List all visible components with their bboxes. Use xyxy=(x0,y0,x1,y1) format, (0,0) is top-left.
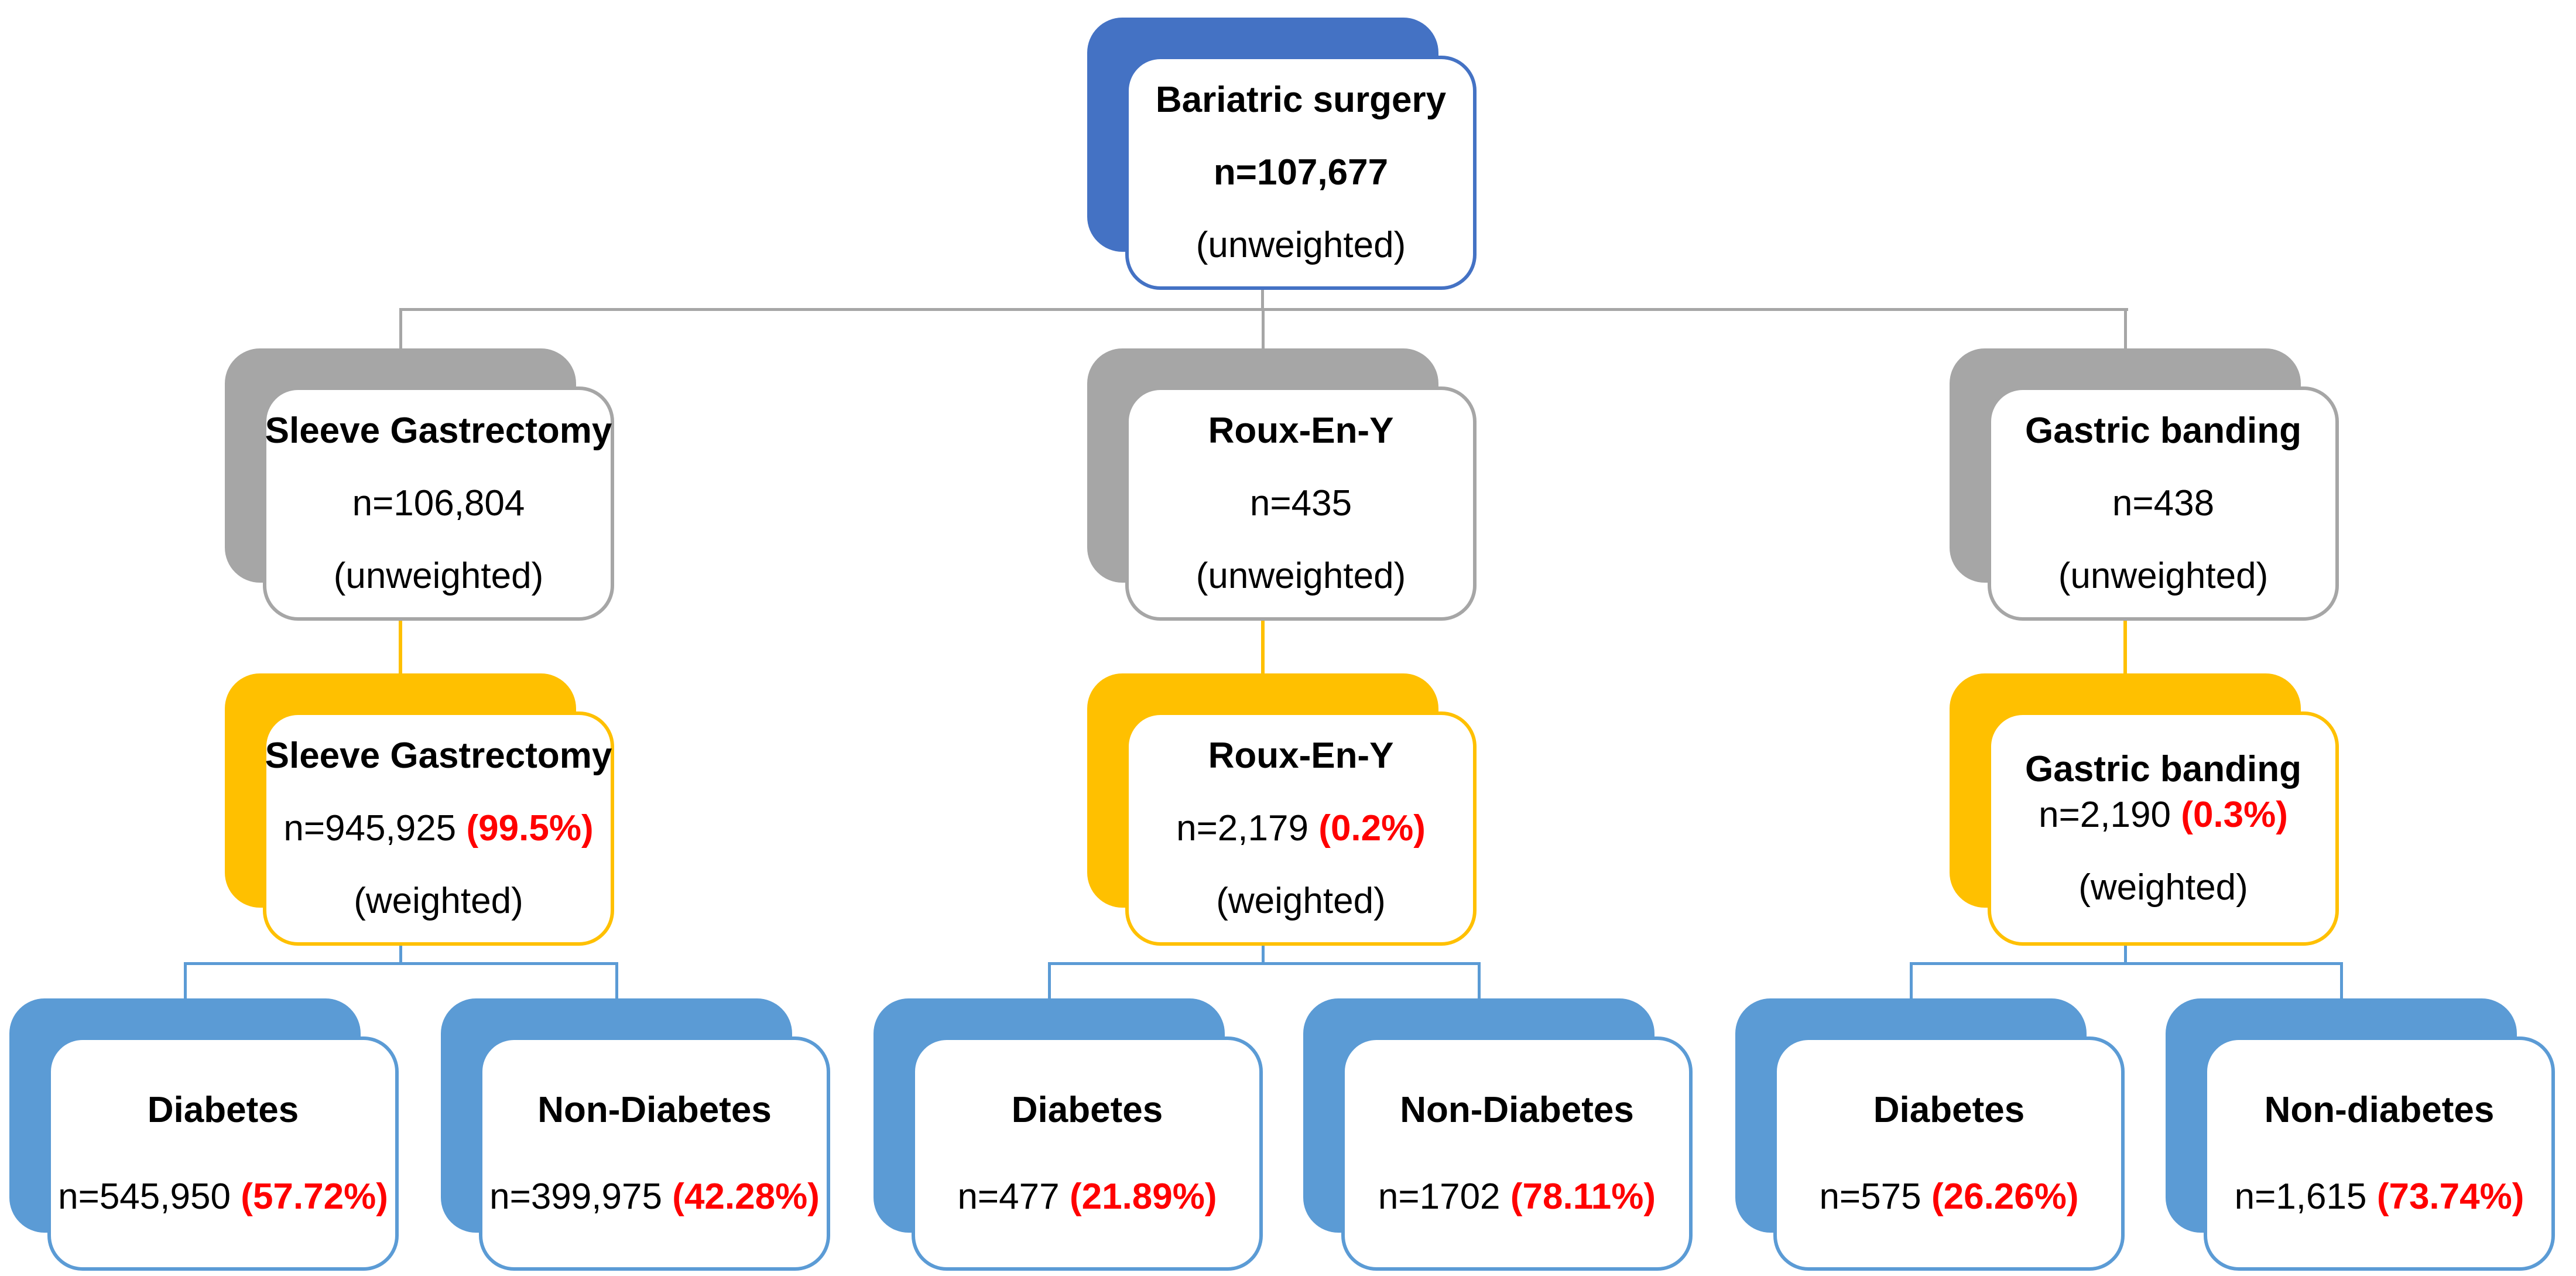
node-card: Diabetes n=545,950(57.72%) xyxy=(47,1036,399,1271)
node-count-value: n=575 xyxy=(1819,1176,1921,1217)
node-card: Gastric banding n=438 (unweighted) xyxy=(1988,386,2339,621)
node-note: (weighted) xyxy=(2078,867,2248,908)
node-percent: (0.3%) xyxy=(2181,795,2288,835)
node-count-value: n=545,950 xyxy=(58,1176,231,1217)
node-count: n=438 xyxy=(2112,483,2215,524)
connector-children-stub-banding xyxy=(2124,946,2127,965)
node-count-value: n=399,975 xyxy=(489,1176,662,1217)
connector-children-stub-roux xyxy=(1262,946,1265,965)
node-note: (unweighted) xyxy=(333,556,544,596)
node-title: Diabetes xyxy=(147,1090,299,1130)
connector-children-rail-roux xyxy=(1048,962,1481,965)
flow-node-sleeve-diabetes: Diabetes n=545,950(57.72%) xyxy=(9,998,399,1271)
node-count: n=2,190(0.3%) xyxy=(2039,797,2288,833)
connector-child-stub-banding-diabetes xyxy=(1910,962,1913,998)
connector-child-stub-roux-diabetes xyxy=(1048,962,1051,998)
connector-child-stub-sleeve-nondiabetes xyxy=(615,962,618,998)
node-title: Non-Diabetes xyxy=(1400,1090,1634,1130)
flow-node-roux-nondiabetes: Non-Diabetes n=1702(78.11%) xyxy=(1303,998,1693,1271)
node-note: (weighted) xyxy=(354,881,523,921)
node-title: Non-diabetes xyxy=(2264,1090,2495,1130)
node-count-value: n=477 xyxy=(957,1176,1060,1217)
flow-node-banding-weighted: Gastric banding n=2,190(0.3%) (weighted) xyxy=(1950,673,2339,946)
connector-children-rail-sleeve xyxy=(184,962,618,965)
connector-weighted-stub-banding xyxy=(2123,621,2127,675)
connector-child-stub-banding-nondiabetes xyxy=(2340,962,2343,998)
flow-node-roux-unweighted: Roux-En-Y n=435 (unweighted) xyxy=(1087,348,1477,621)
node-card: Sleeve Gastrectomy n=106,804 (unweighted… xyxy=(263,386,614,621)
connector-weighted-stub-sleeve xyxy=(399,621,402,675)
flow-node-roux-diabetes: Diabetes n=477(21.89%) xyxy=(873,998,1263,1271)
node-card: Roux-En-Y n=435 (unweighted) xyxy=(1125,386,1477,621)
node-title: Diabetes xyxy=(1011,1090,1163,1130)
node-count: n=545,950(57.72%) xyxy=(58,1179,388,1215)
node-percent: (57.72%) xyxy=(241,1176,388,1217)
connector-child-stub-sleeve-diabetes xyxy=(184,962,187,998)
connector-row2-stub-banding xyxy=(2124,308,2127,348)
node-card: Diabetes n=575(26.26%) xyxy=(1773,1036,2125,1271)
node-note: (weighted) xyxy=(1216,881,1386,921)
flow-node-banding-diabetes: Diabetes n=575(26.26%) xyxy=(1735,998,2125,1271)
node-title: Roux-En-Y xyxy=(1208,736,1394,776)
node-percent: (99.5%) xyxy=(466,808,594,849)
flow-node-bariatric-surgery: Bariatric surgery n=107,677 (unweighted) xyxy=(1087,18,1477,290)
node-title: Roux-En-Y xyxy=(1208,410,1394,451)
flow-node-roux-weighted: Roux-En-Y n=2,179(0.2%) (weighted) xyxy=(1087,673,1477,946)
node-count: n=107,677 xyxy=(1213,152,1389,193)
flow-node-banding-unweighted: Gastric banding n=438 (unweighted) xyxy=(1950,348,2339,621)
node-count: n=435 xyxy=(1249,483,1352,524)
node-count: n=106,804 xyxy=(352,483,525,524)
connector-children-rail-banding xyxy=(1910,962,2343,965)
node-count: n=945,925(99.5%) xyxy=(283,810,593,847)
node-card: Non-diabetes n=1,615(73.74%) xyxy=(2204,1036,2555,1271)
node-title: Non-Diabetes xyxy=(537,1090,772,1130)
node-count: n=1,615(73.74%) xyxy=(2235,1179,2524,1215)
node-note: (unweighted) xyxy=(1195,225,1406,265)
node-card: Diabetes n=477(21.89%) xyxy=(912,1036,1263,1271)
node-count: n=1702(78.11%) xyxy=(1378,1179,1656,1215)
node-percent: (73.74%) xyxy=(2376,1176,2524,1217)
node-card: Roux-En-Y n=2,179(0.2%) (weighted) xyxy=(1125,711,1477,946)
node-percent: (26.26%) xyxy=(1931,1176,2079,1217)
node-count: n=399,975(42.28%) xyxy=(489,1179,820,1215)
node-count: n=477(21.89%) xyxy=(957,1179,1217,1215)
connector-root-stub xyxy=(1261,290,1264,311)
flow-node-sleeve-weighted: Sleeve Gastrectomy n=945,925(99.5%) (wei… xyxy=(225,673,614,946)
node-count: n=2,179(0.2%) xyxy=(1176,810,1426,847)
node-note: (unweighted) xyxy=(2058,556,2269,596)
node-title: Gastric banding xyxy=(2025,410,2301,451)
node-percent: (21.89%) xyxy=(1069,1176,1217,1217)
flow-node-sleeve-nondiabetes: Non-Diabetes n=399,975(42.28%) xyxy=(441,998,830,1271)
node-card: Non-Diabetes n=1702(78.11%) xyxy=(1341,1036,1693,1271)
node-title: Sleeve Gastrectomy xyxy=(265,736,612,776)
node-title: Sleeve Gastrectomy xyxy=(265,410,612,451)
node-card: Non-Diabetes n=399,975(42.28%) xyxy=(479,1036,830,1271)
node-card: Bariatric surgery n=107,677 (unweighted) xyxy=(1125,56,1477,290)
node-percent: (0.2%) xyxy=(1318,808,1426,849)
node-count-value: n=2,179 xyxy=(1176,808,1308,849)
node-title: Gastric banding xyxy=(2025,749,2301,789)
node-title: Diabetes xyxy=(1873,1090,2025,1130)
node-card: Sleeve Gastrectomy n=945,925(99.5%) (wei… xyxy=(263,711,614,946)
connector-weighted-stub-roux xyxy=(1261,621,1265,675)
flow-node-sleeve-unweighted: Sleeve Gastrectomy n=106,804 (unweighted… xyxy=(225,348,614,621)
node-count: n=575(26.26%) xyxy=(1819,1179,2078,1215)
node-note: (unweighted) xyxy=(1195,556,1406,596)
node-count-value: n=945,925 xyxy=(283,808,457,849)
node-card: Gastric banding n=2,190(0.3%) (weighted) xyxy=(1988,711,2339,946)
connector-row2-stub-roux xyxy=(1262,308,1265,348)
node-count-value: n=1,615 xyxy=(2234,1176,2367,1217)
node-percent: (42.28%) xyxy=(672,1176,820,1217)
flow-node-banding-nondiabetes: Non-diabetes n=1,615(73.74%) xyxy=(2166,998,2555,1271)
node-count-value: n=1702 xyxy=(1378,1176,1501,1217)
node-count-value: n=2,190 xyxy=(2039,795,2171,835)
connector-child-stub-roux-nondiabetes xyxy=(1478,962,1481,998)
connector-children-stub-sleeve xyxy=(399,946,402,965)
node-percent: (78.11%) xyxy=(1510,1176,1656,1217)
node-title: Bariatric surgery xyxy=(1155,80,1447,120)
connector-row2-stub-sleeve xyxy=(399,308,402,348)
